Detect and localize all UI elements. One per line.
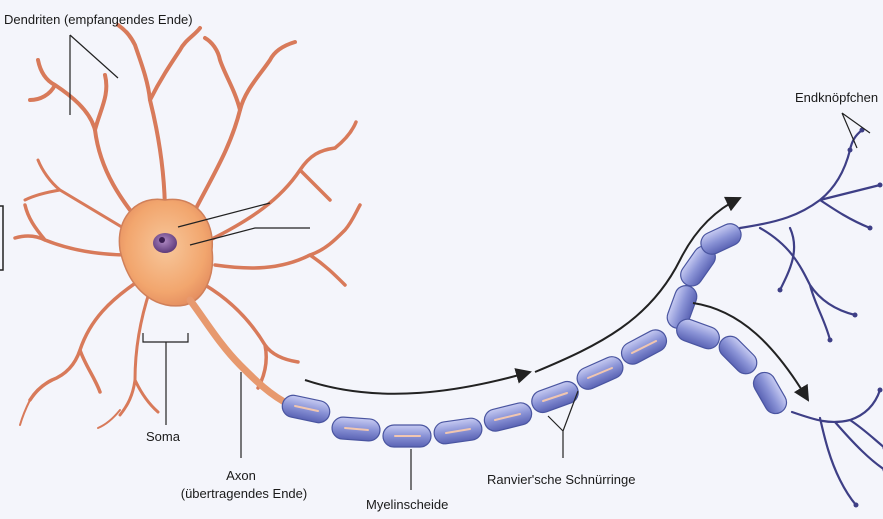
soma-bracket [143,333,188,425]
ranvier-label: Ranvier'sche Schnürringe [487,472,635,487]
myelin-label: Myelinscheide [366,497,448,512]
terminal-boutons [778,128,883,508]
dendrites-label: Dendriten (empfangendes Ende) [4,12,193,27]
signal-arrow-1 [305,372,530,394]
frame-edge [0,206,3,270]
nucleus [153,233,177,253]
axon-label: Axon [226,468,256,483]
myelin-sheath [280,220,790,447]
nucleolus [159,237,165,243]
axon-sublabel: (übertragendes Ende) [181,486,307,501]
axon-terminals [740,130,883,505]
terminals-leader [842,113,870,148]
terminals-label: Endknöpfchen [795,90,878,105]
soma-label: Soma [146,429,181,444]
